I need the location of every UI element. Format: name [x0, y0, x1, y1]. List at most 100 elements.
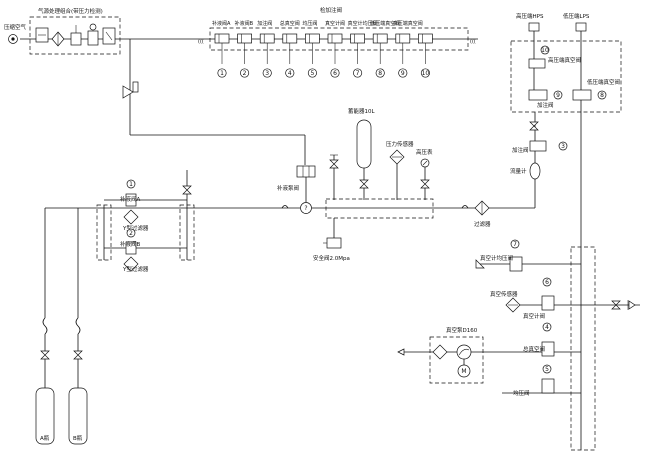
balance-valve-label: 均压阀	[513, 389, 530, 397]
total-vac-valve-label: 总真空阀	[523, 345, 545, 353]
balance-valve-num	[542, 364, 552, 374]
mixing-block	[325, 198, 434, 219]
air-source-dot	[11, 37, 15, 41]
hp-vacuum-valve-label: 高压端真空阀	[548, 56, 581, 64]
bottle-b-icon	[68, 387, 88, 445]
manifold-valve-num-text-9: 9	[401, 70, 405, 77]
hose-b	[75, 317, 81, 335]
crossover-1	[281, 205, 289, 209]
feed-valve-b-icon	[125, 241, 137, 255]
vacuum-outlet-valve-icon	[611, 300, 621, 310]
check-valve-body	[132, 81, 139, 93]
manifold-valve-group: 1补液阀A2补液阀B3加注阀4总真空阀5均压阀6真空计阀7真空计均压阀8低压端真…	[212, 20, 433, 78]
vac-gauge-valve-label: 真空计均压阀	[480, 254, 513, 262]
pressure-gauge-needle	[422, 160, 428, 166]
air-source-label: 压缩空气	[4, 23, 27, 31]
safety-valve-icon	[326, 237, 342, 249]
lp-vacuum-valve-icon	[572, 89, 592, 101]
y-filter-b-label: Y型过滤器	[122, 265, 149, 273]
charge-valve-3-num-text: 3	[561, 143, 565, 150]
manifold-valve-num-text-7: 7	[356, 70, 360, 77]
manifold-valve-num-8	[375, 68, 385, 78]
manifold-valve-icon-10	[418, 33, 433, 44]
manifold-valve-icon-1	[214, 33, 230, 44]
balance-valve-num-text: 5	[545, 366, 549, 373]
vacuum-pump-icon	[456, 344, 472, 360]
hp-vacuum-valve-icon	[528, 58, 546, 69]
charge-valve-9-num	[553, 90, 563, 100]
vacuum-pump-label: 真空泵D160	[446, 326, 478, 334]
safety-valve-label: 安全阀2.0Mpa	[313, 254, 350, 262]
motor-mark: M	[461, 368, 466, 375]
manifold-valve-num-3	[262, 68, 272, 78]
hp-vacuum-valve-num-text: 10	[541, 47, 549, 54]
lp-vacuum-valve-label: 低压端真空阀	[587, 78, 620, 86]
manifold-valve-icon-9	[395, 33, 411, 44]
flowmeter-icon	[529, 162, 541, 180]
bottle-b-valve-icon	[73, 350, 83, 360]
vacuum-pump-mark	[458, 348, 470, 356]
manifold-valve-label-6: 真空计阀	[325, 20, 345, 27]
manifold-valve-label-3: 加注阀	[257, 20, 272, 27]
manifold-valve-icon-6	[327, 33, 343, 44]
manifold-right-port: (((	[470, 39, 476, 45]
vac-meter-valve-num-text: 6	[545, 279, 549, 286]
manifold-valve-icon-8	[372, 33, 388, 44]
vac-gauge-valve-num	[510, 239, 520, 249]
hp-vacuum-valve-num	[540, 45, 550, 55]
mixing-joint-mark: ?	[304, 205, 307, 212]
manifold-valve-icon-4	[282, 33, 298, 44]
manifold-valve-num-6	[330, 68, 340, 78]
feed-valve-b-num-text: 2	[129, 230, 133, 237]
y-filter-b-icon	[123, 256, 139, 272]
total-vac-valve-icon	[541, 341, 555, 357]
vacuum-manifold-block	[570, 246, 596, 451]
bottle-a-label: A瓶	[40, 434, 50, 442]
pressure-switch-mark	[105, 31, 113, 41]
manifold-valve-num-4	[285, 68, 295, 78]
manifold-valve-icon-7	[350, 33, 365, 44]
vac-meter-valve-label: 真空计阀	[523, 312, 545, 320]
flowmeter-label: 流量计	[510, 167, 527, 175]
lp-vacuum-valve-num	[597, 90, 607, 100]
regulator-icon	[70, 32, 82, 46]
manifold-valve-num-text-3: 3	[265, 70, 269, 77]
manifold-valve-label-2: 补液阀B	[235, 20, 254, 27]
hp-port-8-icon	[575, 22, 587, 32]
pressure-gauge-valve-icon	[420, 179, 430, 189]
manifold-valve-label-8: 低压端真空阀	[370, 20, 400, 27]
vacuum-pump-box	[429, 336, 484, 384]
vac-gauge-valve-icon	[509, 256, 523, 272]
vent-valve-icon	[296, 165, 316, 178]
manifold-valve-num-text-1: 1	[220, 70, 224, 77]
motor-icon	[457, 364, 471, 378]
vacuum-outlet-arrow	[628, 300, 636, 310]
manifold-valve-num-text-8: 8	[378, 70, 382, 77]
manifold-valve-num-1	[217, 68, 227, 78]
hp-port-9-label: 高压端HPS	[516, 12, 544, 20]
manifold-valve-num-10	[420, 68, 430, 78]
feed-valve-b-label: 补液阀B	[120, 240, 141, 248]
manifold-valve-num-text-2: 2	[243, 70, 247, 77]
manifold-valve-num-text-6: 6	[333, 70, 337, 77]
manifold-valve-icon-2	[237, 33, 252, 44]
feed-valve-b-num	[126, 228, 136, 238]
lubricator-icon	[87, 30, 99, 46]
pump-filter-icon	[432, 344, 448, 360]
total-vac-valve-num	[542, 322, 552, 332]
manifold-label: 检加注阀	[320, 6, 342, 14]
charge-valve-3-icon	[529, 140, 547, 152]
vac-gauge-valve-num-text: 7	[513, 241, 517, 248]
vac-meter-valve-num	[542, 277, 552, 287]
charge-valve-9-icon	[528, 89, 548, 101]
balance-valve-icon	[541, 378, 555, 394]
bottle-a-icon	[35, 387, 55, 445]
bottle-a-valve-icon	[40, 350, 50, 360]
reservoir-valve-icon	[359, 179, 369, 189]
air-treatment-label: 气源处理组合(带压力检测)	[38, 7, 103, 15]
bottle-b-label: B瓶	[73, 434, 83, 442]
manifold-valve-label-4: 总真空阀	[280, 20, 300, 27]
y-filter-a-label: Y型过滤器	[122, 224, 149, 232]
manifold-valve-icon-5	[305, 33, 320, 44]
